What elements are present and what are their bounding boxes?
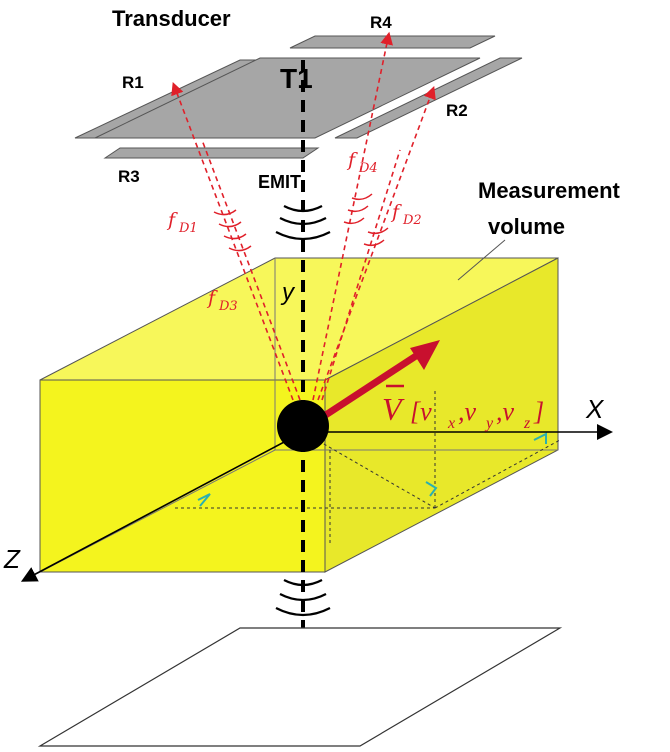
z-axis-label: Z [3,544,21,574]
svg-text:f: f [166,209,178,231]
svg-text:y: y [484,415,494,432]
transducer-label: Transducer [112,6,231,31]
svg-text:f: f [390,201,402,223]
r4-label: R4 [370,13,392,32]
svg-text:,v: ,v [496,397,515,426]
y-axis-label: y [280,279,296,306]
measurement-label-line2: volume [488,214,565,239]
transducer-plates [74,35,523,159]
emit-waves-bottom [275,579,331,617]
right-angle-mark [197,493,211,507]
emit-label: EMIT [258,172,301,192]
measurement-box [39,239,561,573]
velocity-label: V [v x ,v y ,v z ] [382,384,544,432]
svg-text:f: f [206,287,218,309]
t1-label: T1 [280,63,313,94]
fd3-label: f D3 [206,287,238,314]
svg-text:[v: [v [410,397,432,426]
fd2-label: f D2 [390,201,422,228]
doppler-rays [171,31,436,401]
r1-label: R1 [122,73,144,92]
svg-text:,v: ,v [458,397,477,426]
velocity-arrowhead [410,340,440,370]
svg-text:D4: D4 [358,161,378,176]
measurement-point [277,400,329,452]
fd1-label: f D1 [166,209,198,236]
z-axis [20,431,304,582]
measurement-label-line1: Measurement [478,178,621,203]
plate-r4 [289,35,496,49]
velocity-arrow [316,349,424,423]
emit-waves-top [275,205,331,241]
bottom-plate [37,627,563,747]
plate-r3 [103,147,320,159]
svg-text:D3: D3 [218,299,238,314]
right-angle-mark [533,432,547,444]
plate-t1 [94,57,481,139]
svg-text:]: ] [533,397,544,426]
svg-text:z: z [523,415,531,432]
svg-text:f: f [346,149,358,171]
box-front-face [39,379,326,573]
measurement-leader [457,239,506,281]
r2-label: R2 [446,101,468,120]
svg-text:V: V [382,391,405,427]
x-axis-label: X [585,394,605,424]
svg-text:x: x [447,415,455,432]
right-angle-mark [425,481,438,497]
r3-label: R3 [118,167,140,186]
fd4-label: f D4 [346,149,378,176]
svg-text:D2: D2 [402,213,422,228]
svg-text:D1: D1 [178,221,198,236]
doppler-arcs [213,193,389,252]
